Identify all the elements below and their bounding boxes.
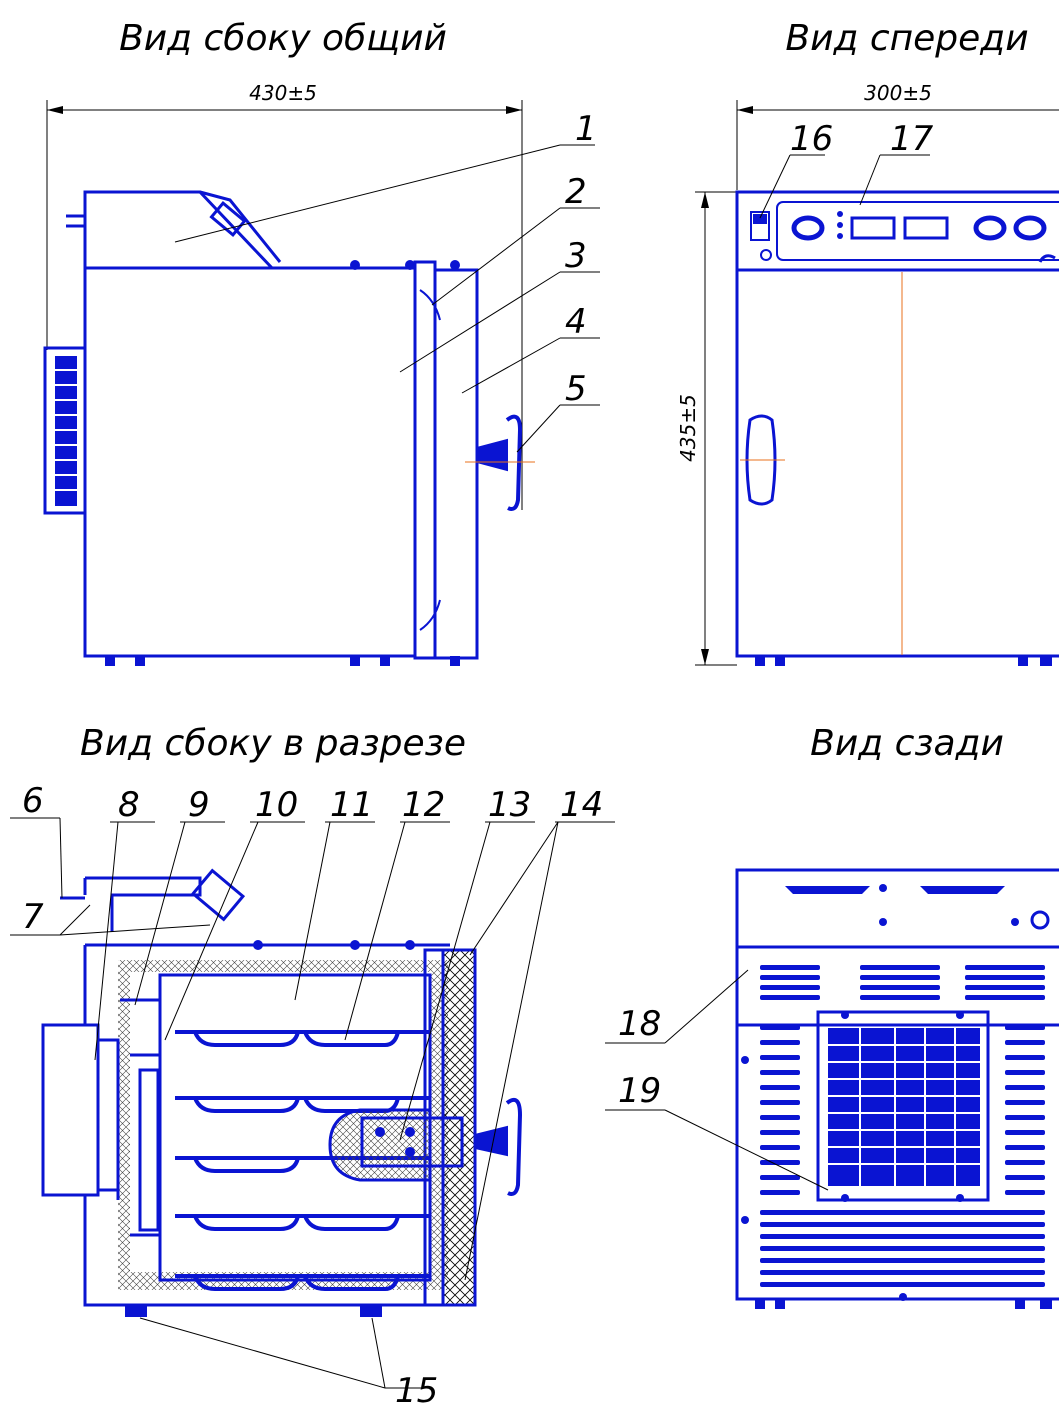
callout-8: 8: [118, 785, 140, 825]
callout-2: 2: [565, 172, 587, 212]
rear-title: Вид сзади: [810, 723, 1004, 764]
front-height-dimension: 435±5: [676, 394, 700, 462]
side-section-title: Вид сбоку в разрезе: [80, 723, 466, 764]
callout-3: 3: [565, 236, 587, 276]
shelves: [175, 1030, 430, 1291]
rear-upper-louvres: [760, 965, 1045, 1000]
side-general-title: Вид сбоку общий: [119, 18, 447, 59]
rear-view: 18 19: [605, 868, 1059, 1309]
callout-14: 14: [560, 785, 603, 825]
callout-10: 10: [255, 785, 298, 825]
side-vent-slots: [55, 356, 77, 506]
callout-6: 6: [22, 781, 44, 821]
callout-9: 9: [188, 785, 210, 825]
rear-side-slots: [760, 1025, 1045, 1287]
fan-grille: [828, 1028, 980, 1186]
callout-4: 4: [565, 302, 587, 342]
callout-19: 19: [618, 1071, 661, 1111]
callout-16: 16: [790, 119, 833, 159]
front-width-dimension: 300±5: [864, 81, 932, 105]
callout-17: 17: [890, 119, 934, 159]
callout-18: 18: [618, 1004, 661, 1044]
front-view: 300±5 435±5 16 17: [676, 81, 1059, 666]
callout-13: 13: [488, 785, 531, 825]
side-general-view: 430±5: [43, 81, 600, 666]
side-section-view: 6 7 8 9 10 11 12 13 14 15: [10, 781, 615, 1411]
side-width-dimension: 430±5: [249, 81, 317, 105]
callout-15: 15: [395, 1371, 438, 1411]
callout-5: 5: [565, 369, 587, 409]
front-title: Вид спереди: [785, 18, 1028, 59]
side-callouts: 1 2 3 4 5: [174, 109, 600, 453]
callout-1: 1: [575, 109, 597, 149]
callout-11: 11: [330, 785, 373, 825]
section-callouts: 6 7 8 9 10 11 12 13 14 15: [10, 781, 615, 1411]
callout-7: 7: [22, 897, 44, 937]
callout-12: 12: [402, 785, 445, 825]
